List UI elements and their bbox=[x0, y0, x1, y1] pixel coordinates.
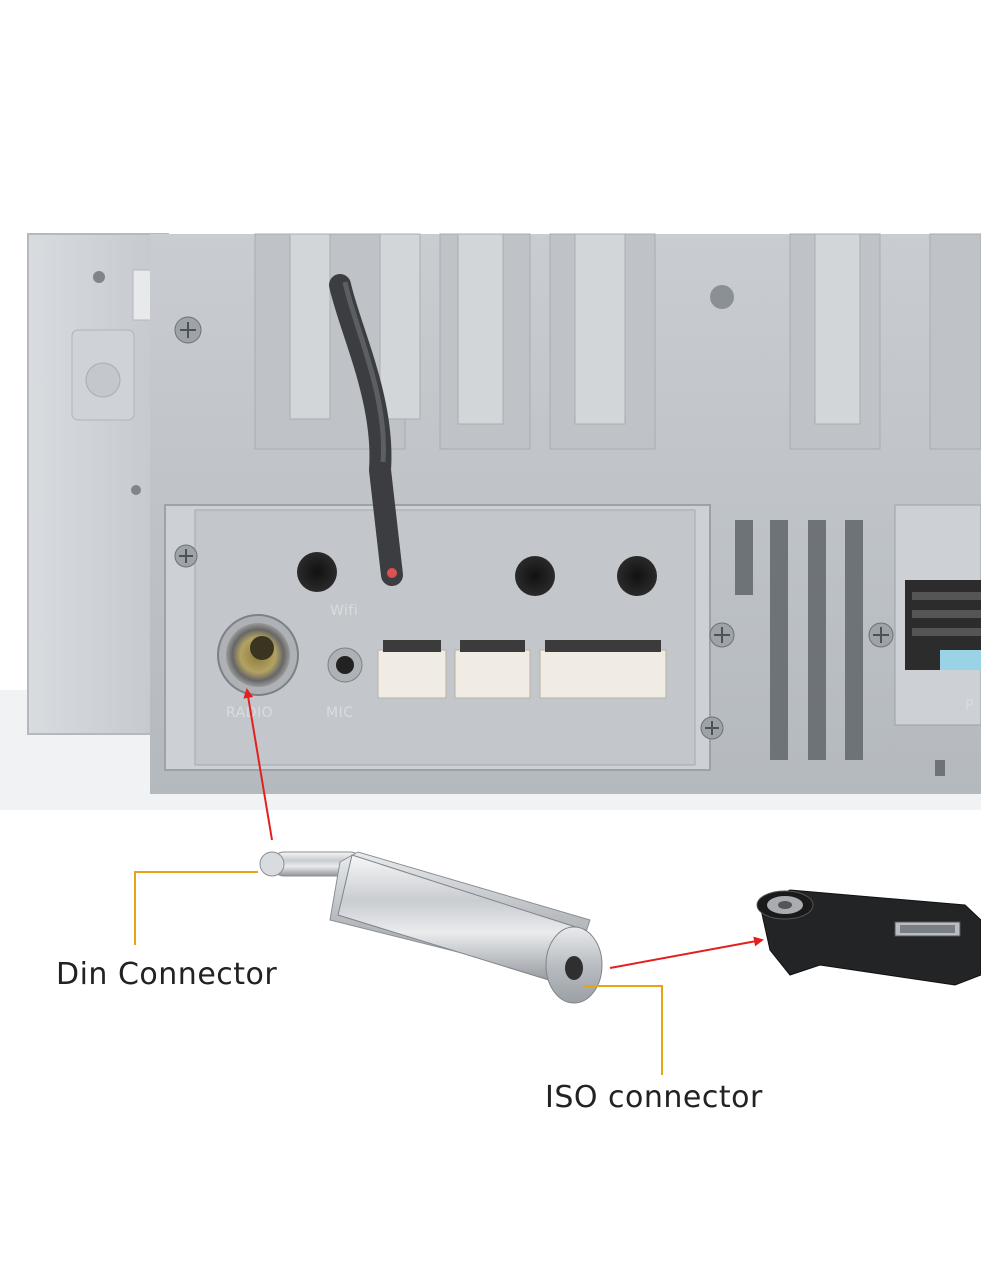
arrows bbox=[243, 688, 764, 969]
din-leader-line bbox=[134, 871, 258, 945]
iso-connector bbox=[756, 889, 981, 986]
leader-lines bbox=[134, 871, 663, 1075]
arrow-to-iso bbox=[609, 936, 764, 969]
unit-left-side bbox=[27, 233, 169, 735]
wifi-label: Wifi bbox=[330, 603, 358, 619]
arrow-to-radio bbox=[243, 688, 273, 841]
harness-block: P bbox=[868, 504, 981, 726]
radio-label: RADIO bbox=[226, 705, 273, 721]
mic-label: MIC bbox=[326, 705, 353, 721]
iso-leader-line bbox=[584, 985, 663, 1075]
connector-panel: Wifi RADIO MIC bbox=[164, 504, 735, 771]
din-connector bbox=[259, 851, 603, 1004]
iso-connector-label: ISO connector bbox=[545, 1080, 763, 1115]
wifi-antenna bbox=[329, 274, 403, 586]
din-connector-label: Din Connector bbox=[56, 957, 278, 992]
edge-label: P bbox=[965, 698, 974, 714]
